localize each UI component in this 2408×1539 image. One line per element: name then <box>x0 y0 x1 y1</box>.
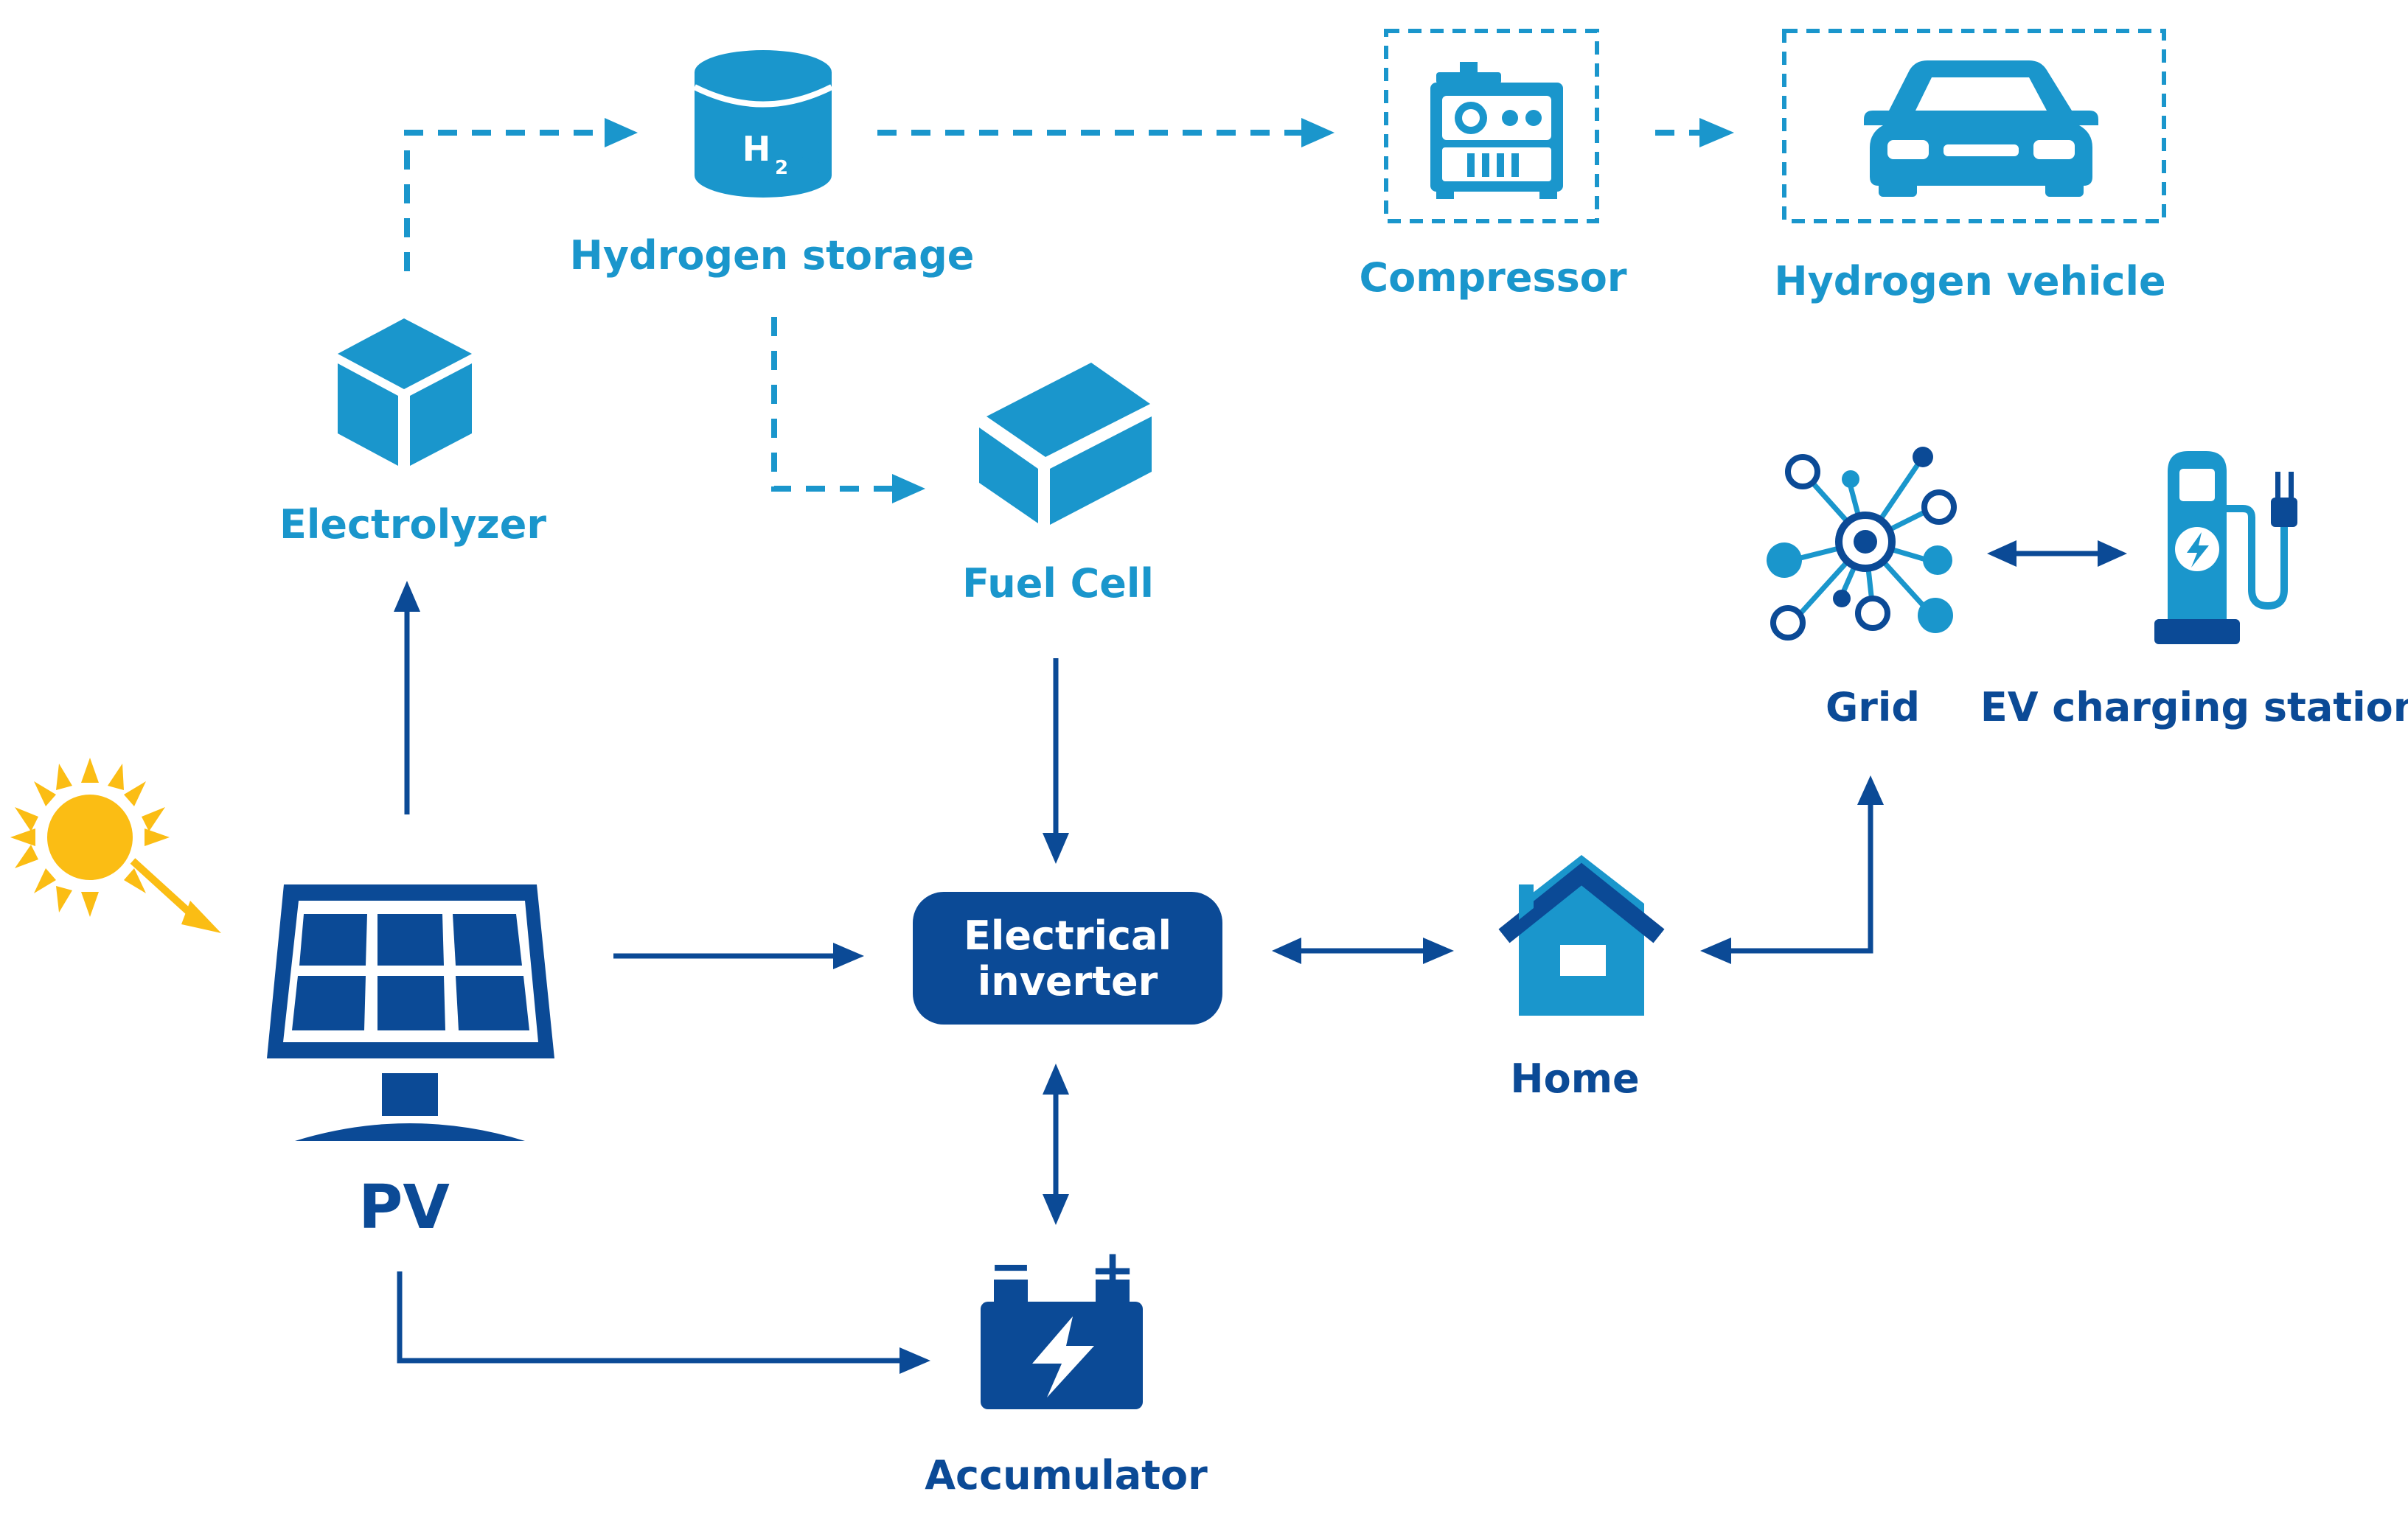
hydrogen-storage-label: Hydrogen storage <box>570 232 975 279</box>
car-icon <box>1864 60 2098 197</box>
accumulator-node: − + Accumulator <box>925 1236 1208 1498</box>
connector-electrolyzer-to-hydrogen-storage <box>404 118 638 271</box>
hydrogen-vehicle-node: Hydrogen vehicle <box>1774 29 2166 304</box>
connectors <box>394 118 2127 1374</box>
connector-fuel-cell-to-inverter <box>1043 658 1069 864</box>
home-node: Home <box>1498 855 1665 1102</box>
electrical-inverter-node: Electrical inverter <box>913 892 1222 1025</box>
house-icon <box>1498 855 1665 1016</box>
compressor-node: Compressor <box>1360 29 1627 301</box>
hydrogen-storage-node: H 2 Hydrogen storage <box>570 50 975 279</box>
home-label: Home <box>1510 1055 1639 1102</box>
hydrogen-vehicle-label: Hydrogen vehicle <box>1774 258 2165 304</box>
connector-inverter-accumulator <box>1043 1064 1069 1225</box>
inverter-label-line1: Electrical <box>964 912 1172 959</box>
grid-label: Grid <box>1826 684 1920 730</box>
electrolyzer-node: Electrolyzer <box>279 318 546 548</box>
inverter-label-line2: inverter <box>978 958 1158 1005</box>
solar-panel-icon <box>267 884 554 1141</box>
box-icon <box>979 363 1152 525</box>
compressor-label: Compressor <box>1360 254 1627 301</box>
connector-inverter-home <box>1272 938 1454 964</box>
compressor-icon <box>1430 62 1563 199</box>
fuel-cell-node: Fuel Cell <box>962 363 1154 607</box>
h2-symbol: H <box>742 129 771 169</box>
grid-node: Grid <box>1767 447 1957 730</box>
connector-pv-to-electrolyzer <box>394 581 420 814</box>
battery-minus-sign: − <box>989 1236 1033 1297</box>
connector-pv-to-inverter <box>613 943 864 969</box>
connector-grid-ev-station <box>1987 540 2127 567</box>
connector-compressor-to-hydrogen-vehicle <box>1655 118 1734 147</box>
pv-node: PV <box>267 884 554 1243</box>
battery-plus-sign: + <box>1090 1238 1135 1302</box>
fuel-cell-label: Fuel Cell <box>962 560 1154 607</box>
ev-charging-station-node: EV charging station <box>1980 451 2408 730</box>
network-grid-icon <box>1767 447 1957 641</box>
ev-charger-icon <box>2154 451 2297 644</box>
connector-hydrogen-storage-to-fuel-cell <box>771 317 925 503</box>
electrolyzer-label: Electrolyzer <box>279 501 546 548</box>
ev-charging-station-label: EV charging station <box>1980 684 2408 730</box>
connector-hydrogen-storage-to-compressor <box>877 118 1335 147</box>
connector-home-grid <box>1700 775 1884 964</box>
hydrogen-vehicle-frame <box>1782 29 2166 223</box>
cylinder-tank-icon: H 2 <box>693 50 833 198</box>
accumulator-label: Accumulator <box>925 1452 1208 1498</box>
connector-pv-to-accumulator <box>397 1271 930 1374</box>
pv-label: PV <box>358 1173 450 1243</box>
inverter-box <box>913 892 1222 1025</box>
h2-subscript: 2 <box>775 157 788 179</box>
battery-icon: − + <box>981 1236 1143 1409</box>
sun-icon <box>10 758 221 933</box>
cube-icon <box>338 318 472 466</box>
